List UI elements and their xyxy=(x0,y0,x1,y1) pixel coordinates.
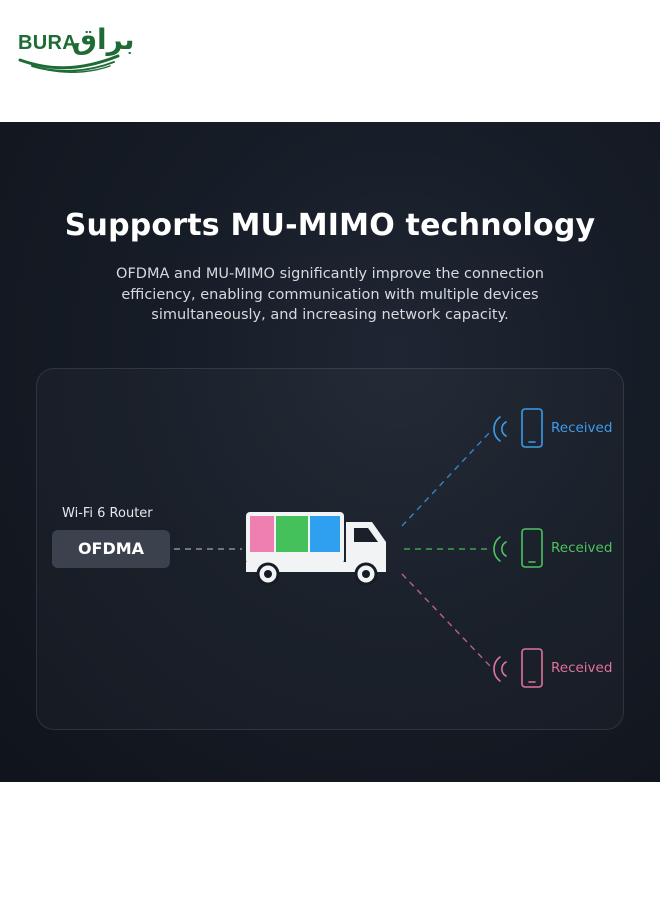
cargo-block-pink xyxy=(250,516,274,552)
ofdma-tag: OFDMA xyxy=(52,530,170,568)
headline: Supports MU-MIMO technology xyxy=(64,208,596,243)
brand-logo-arabic: براق xyxy=(72,23,135,56)
link-line-top xyxy=(401,431,491,527)
brand-wave-icon xyxy=(18,54,120,73)
mu-mimo-diagram xyxy=(174,408,543,688)
cargo-block-blue xyxy=(310,516,340,552)
feature-description: OFDMA and MU-MIMO significantly improve … xyxy=(116,266,544,323)
router-label: Wi-Fi 6 Router xyxy=(62,506,153,521)
diagram-card xyxy=(36,368,624,730)
smartphone-icon xyxy=(493,528,543,568)
brand-logo[interactable]: BURA براق xyxy=(18,22,135,74)
device-status-bottom: Received xyxy=(551,660,613,676)
feature-banner: Supports MU-MIMO technology OFDMA and MU… xyxy=(0,122,660,782)
smartphone-icon xyxy=(493,408,543,448)
delivery-truck-icon xyxy=(246,512,386,586)
cargo-block-green xyxy=(276,516,308,552)
device-status-middle: Received xyxy=(551,540,613,556)
link-line-bottom xyxy=(401,573,491,667)
brand-logo-latin: BURA xyxy=(18,32,77,54)
device-status-top: Received xyxy=(551,420,613,436)
smartphone-icon xyxy=(493,648,543,688)
